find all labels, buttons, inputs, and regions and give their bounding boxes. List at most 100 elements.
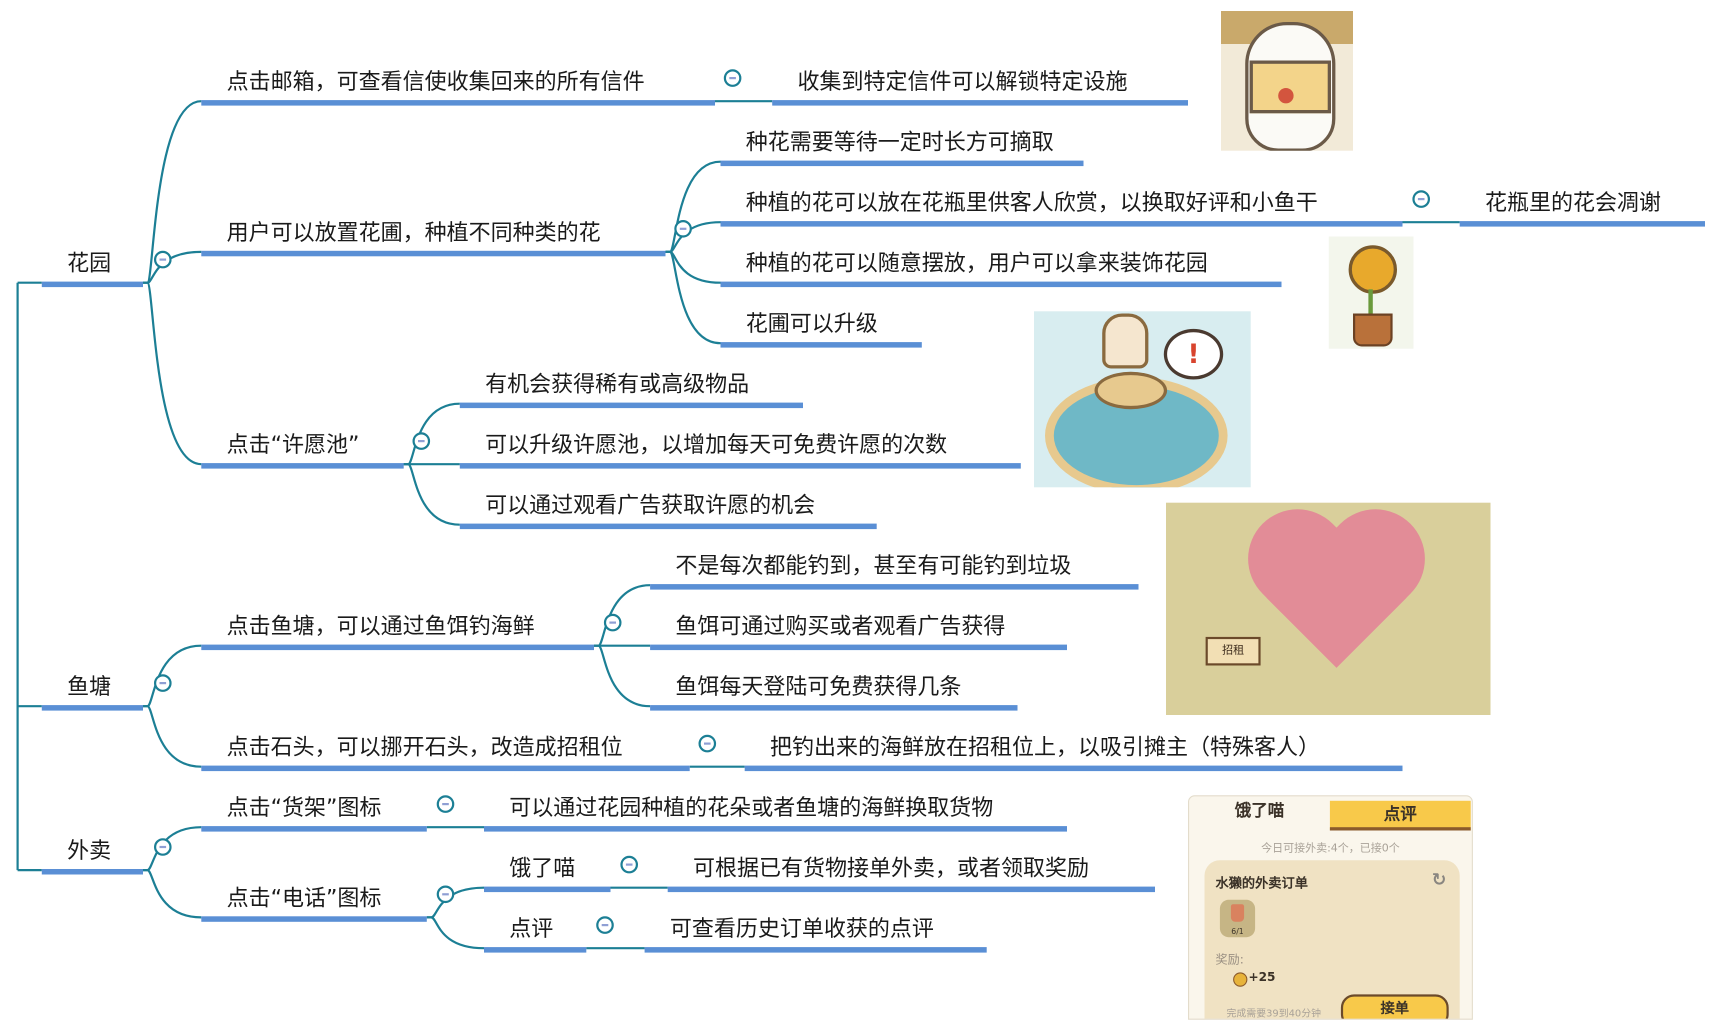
node-label: 外卖 [67, 837, 112, 864]
item-count: 6/1 [1231, 927, 1244, 937]
collapse-toggle-icon[interactable] [1412, 190, 1430, 208]
collapse-toggle-icon[interactable] [436, 795, 455, 813]
connector-fi-bait-daily [594, 644, 651, 708]
connector-fishing [143, 644, 202, 708]
completion-time: 完成需要39到40分钟 [1226, 1008, 1321, 1020]
node-underline [720, 160, 1084, 167]
owl-mail-illustration [1221, 11, 1353, 151]
node-ph-review[interactable]: 点评 [484, 906, 587, 953]
node-mailbox[interactable]: 点击邮箱，可查看信使收集回来的所有信件 [201, 59, 716, 106]
node-underline [201, 826, 427, 832]
node-label: 用户可以放置花圃，种植不同种类的花 [226, 218, 601, 246]
node-underline [484, 886, 611, 893]
node-fb-vase[interactable]: 种植的花可以放在花瓶里供客人欣赏，以换取好评和小鱼干 [720, 180, 1403, 227]
node-underline [650, 584, 1139, 590]
node-underline [459, 402, 803, 409]
collapse-toggle-icon[interactable] [596, 916, 614, 934]
node-fi-bait-buy[interactable]: 鱼饵可通过购买或者观看广告获得 [650, 604, 1067, 651]
node-underline [459, 523, 877, 530]
node-underline [484, 947, 587, 953]
node-underline [201, 916, 427, 922]
node-label: 不是每次都能钓到，甚至有可能钓到垃圾 [675, 552, 1072, 579]
node-label: 点击“货架”图标 [226, 794, 382, 821]
node-label: 种植的花可以放在花瓶里供客人欣赏，以换取好评和小鱼干 [745, 189, 1318, 216]
node-fb-wither[interactable]: 花瓶里的花会凋谢 [1459, 180, 1705, 227]
node-underline [484, 826, 1067, 832]
node-label: 点击鱼塘，可以通过鱼饵钓海鲜 [226, 612, 535, 640]
node-underline [667, 886, 1155, 893]
node-ph-ele-desc[interactable]: 可根据已有货物接单外卖，或者领取奖励 [667, 846, 1155, 893]
node-underline [650, 644, 1067, 651]
node-label: 鱼饵每天登陆可免费获得几条 [675, 673, 962, 700]
tab-ele[interactable]: 饿了喵 [1234, 800, 1285, 821]
node-sh-exchange[interactable]: 可以通过花园种植的花朵或者鱼塘的海鲜换取货物 [484, 785, 1067, 832]
node-st-rent[interactable]: 把钓出来的海鲜放在招租位上，以吸引摊主（特殊客人） [744, 725, 1403, 772]
node-fb-wait[interactable]: 种花需要等待一定时长方可摘取 [720, 120, 1084, 167]
collapse-toggle-icon[interactable] [154, 838, 172, 856]
node-ph-review-desc[interactable]: 可查看历史订单收获的点评 [644, 906, 987, 953]
collapse-toggle-icon[interactable] [723, 69, 742, 87]
collapse-toggle-icon[interactable] [412, 432, 431, 450]
node-flowerbed[interactable]: 用户可以放置花圃，种植不同种类的花 [201, 210, 666, 257]
node-shelf[interactable]: 点击“货架”图标 [201, 785, 427, 832]
node-delivery[interactable]: 外卖 [41, 828, 143, 875]
sunflower-pot-illustration [1328, 236, 1414, 349]
node-underline [650, 705, 1018, 711]
collapse-toggle-icon[interactable] [674, 220, 692, 238]
refresh-icon[interactable]: ↻ [1431, 869, 1447, 890]
node-phone[interactable]: 点击“电话”图标 [201, 876, 427, 922]
connector-ph-review [426, 916, 485, 950]
node-wp-ads[interactable]: 可以通过观看广告获取许愿的机会 [459, 483, 877, 530]
order-title: 水獭的外卖订单 [1215, 875, 1308, 891]
tab-review[interactable]: 点评 [1329, 800, 1471, 831]
node-fb-upgrade[interactable]: 花圃可以升级 [720, 301, 922, 348]
cat-figure [1102, 313, 1149, 369]
node-garden[interactable]: 花园 [41, 241, 143, 288]
node-label: 鱼塘 [67, 673, 112, 700]
node-fi-bait-daily[interactable]: 鱼饵每天登陆可免费获得几条 [650, 664, 1018, 711]
node-label: 可以通过观看广告获取许愿的机会 [485, 491, 816, 519]
node-underline [41, 705, 143, 711]
accept-order-button[interactable]: 接单 [1340, 994, 1449, 1019]
heart-shape [1243, 514, 1430, 701]
node-underline [41, 281, 143, 288]
node-wp-upgrade[interactable]: 可以升级许愿池，以增加每天可免费许愿的次数 [459, 422, 1021, 469]
node-stone[interactable]: 点击石头，可以挪开石头，改造成招租位 [201, 725, 690, 772]
connector-wp-ads [403, 463, 460, 526]
node-underline [744, 765, 1403, 772]
collapse-toggle-icon[interactable] [603, 613, 622, 632]
node-label: 饿了喵 [509, 854, 576, 882]
node-underline [720, 281, 1282, 288]
exclamation-bubble-icon: ! [1163, 328, 1224, 380]
connector-ph-ele [426, 886, 485, 919]
node-label: 点击石头，可以挪开石头，改造成招租位 [226, 733, 623, 761]
node-label: 点评 [509, 915, 554, 942]
node-underline [720, 342, 922, 348]
connector-shelf [143, 826, 202, 872]
node-fi-notalways[interactable]: 不是每次都能钓到，甚至有可能钓到垃圾 [650, 543, 1139, 590]
node-fishing[interactable]: 点击鱼塘，可以通过鱼饵钓海鲜 [201, 604, 595, 651]
node-underline [201, 250, 666, 257]
node-label: 花瓶里的花会凋谢 [1485, 189, 1661, 216]
connector-fb-wait [665, 160, 721, 254]
rent-sign: 招租 [1205, 636, 1261, 666]
collapse-toggle-icon[interactable] [154, 250, 172, 269]
node-underline [772, 100, 1188, 106]
node-label: 可根据已有货物接单外卖，或者领取奖励 [693, 854, 1089, 882]
node-ph-ele[interactable]: 饿了喵 [484, 846, 611, 893]
reward-value: +25 [1248, 970, 1276, 985]
node-underline [201, 765, 690, 772]
collapse-toggle-icon[interactable] [698, 734, 717, 753]
node-fb-decor[interactable]: 种植的花可以随意摆放，用户可以拿来装饰花园 [720, 241, 1282, 288]
node-label: 点击“许愿池” [226, 431, 360, 458]
reward-label: 奖励: [1215, 952, 1244, 967]
flower-pot [1353, 313, 1393, 347]
collapse-toggle-icon[interactable] [154, 674, 172, 692]
node-mailbox-unlock[interactable]: 收集到特定信件可以解锁特定设施 [772, 59, 1188, 106]
node-pond[interactable]: 鱼塘 [41, 664, 143, 711]
node-underline [720, 221, 1403, 227]
node-wishpool[interactable]: 点击“许愿池” [201, 422, 404, 469]
collapse-toggle-icon[interactable] [436, 885, 455, 904]
collapse-toggle-icon[interactable] [620, 855, 638, 874]
node-wp-rare[interactable]: 有机会获得稀有或高级物品 [459, 362, 803, 409]
